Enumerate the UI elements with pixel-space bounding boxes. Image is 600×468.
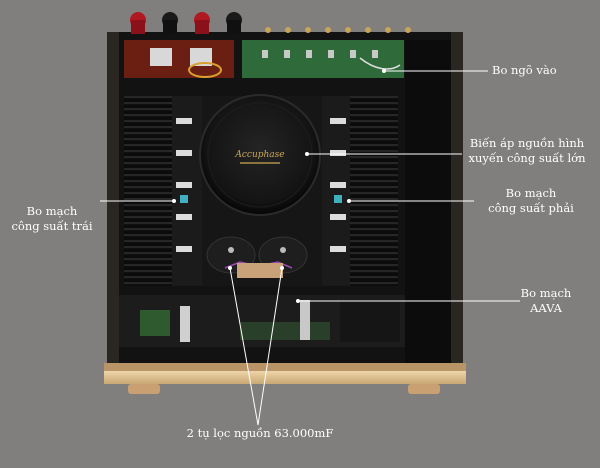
aava-label: Bo mạch AAVA bbox=[513, 286, 579, 316]
aava-label-line2: AAVA bbox=[530, 301, 562, 315]
transformer-label-line2: xuyến công suất lớn bbox=[468, 151, 586, 165]
left-side-panel bbox=[107, 32, 119, 372]
left-heatsink bbox=[124, 96, 172, 286]
left-amp-label-line1: Bo mạch bbox=[26, 204, 78, 218]
speaker-terminals bbox=[130, 12, 242, 34]
right-side-panel bbox=[451, 32, 463, 372]
right-amp-label: Bo mạch công suất phải bbox=[476, 186, 586, 216]
front-panel bbox=[104, 370, 466, 384]
rca-input-jacks bbox=[265, 27, 411, 33]
speaker-relay-board bbox=[124, 40, 234, 78]
input-board bbox=[242, 40, 404, 78]
foot-left bbox=[128, 384, 160, 394]
capacitor-busbar bbox=[237, 263, 283, 278]
right-heatsink bbox=[350, 96, 398, 286]
transformer-label-line1: Biến áp nguồn hình bbox=[469, 136, 585, 150]
aava-label-line1: Bo mạch bbox=[520, 286, 572, 300]
transformer-label: Biến áp nguồn hình xuyến công suất lớn bbox=[462, 136, 592, 166]
right-amp-label-line2: công suất phải bbox=[488, 201, 574, 215]
capacitors-label: 2 tụ lọc nguồn 63.000mF bbox=[186, 426, 334, 440]
left-amp-label: Bo mạch công suất trái bbox=[4, 204, 100, 234]
rear-right-panel bbox=[405, 40, 451, 370]
input-board-label: Bo ngõ vào bbox=[492, 63, 557, 77]
foot-right bbox=[408, 384, 440, 394]
right-amp-label-line1: Bo mạch bbox=[505, 186, 557, 200]
callout-lines bbox=[100, 70, 520, 426]
left-amp-label-line2: công suất trái bbox=[11, 219, 93, 233]
brand-logo: Accuphase bbox=[234, 150, 284, 160]
toroidal-transformer bbox=[199, 94, 321, 216]
